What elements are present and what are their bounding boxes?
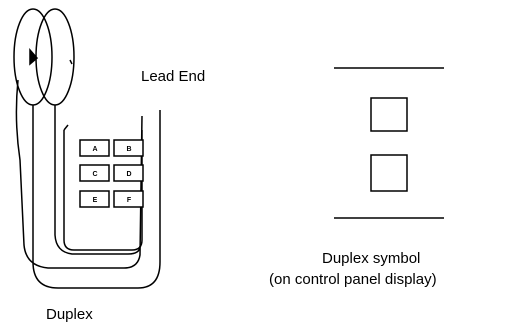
duplex-symbol-caption: Duplex symbol [322,250,421,267]
rear-roller [35,8,75,106]
roller-hub-mark [29,48,39,66]
tray-frame [63,130,143,251]
page-tiles [79,139,144,208]
outer-housing [32,105,161,289]
page-tile-e-box [79,190,110,208]
paper-guide [54,105,141,255]
page-tile-labels: A B C D E F [92,146,131,204]
lead-end-label: Lead End [141,68,206,85]
tray-edge [63,124,69,131]
duplex-symbol-subcaption: (on control panel display) [269,271,437,288]
inner-paper-path [15,79,143,269]
page-tile-f: F [127,197,132,204]
page-tile-b-box [113,139,144,157]
paper-path-drawing [13,8,161,289]
page-tile-c: C [92,171,97,178]
rear-roller-notch [69,59,73,65]
page-tile-b: B [126,146,131,153]
duplex-symbol [334,67,444,219]
duplex-label: Duplex [46,306,93,323]
page-tile-a-box [79,139,110,157]
page-tile-d-box [113,164,144,182]
symbol-lower-square [370,154,408,192]
page-tile-e: E [93,197,98,204]
page-tile-c-box [79,164,110,182]
page-tile-a: A [92,146,97,153]
page-tile-f-box [113,190,144,208]
symbol-upper-square [370,97,408,132]
page-tile-d: D [126,171,131,178]
